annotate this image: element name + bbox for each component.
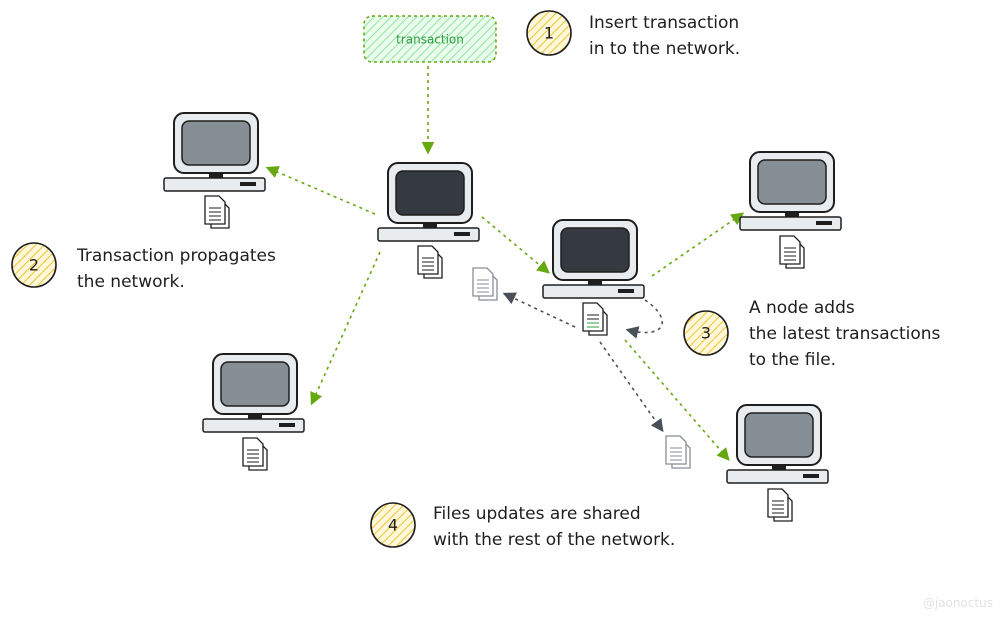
svg-text:to the file.: to the file. — [749, 350, 836, 370]
step-badge-4: 4 — [370, 502, 416, 548]
step-badge-3: 3 — [683, 310, 729, 356]
watermark: @jaonoctus — [923, 596, 993, 610]
file-icon — [665, 435, 691, 469]
file-icon — [242, 437, 268, 471]
arrow-node-add-to-file — [625, 299, 663, 339]
svg-text:the latest transactions: the latest transactions — [749, 324, 941, 344]
node-right-top — [739, 151, 842, 231]
green-arrows — [265, 66, 745, 461]
arrow-to-node-left-top — [265, 166, 376, 215]
computer-base — [726, 469, 829, 484]
step-badge-1: 1 — [526, 10, 572, 56]
monitor-screen — [560, 227, 630, 273]
arrow-to-node-right-top — [651, 212, 745, 277]
svg-text:the network.: the network. — [77, 272, 185, 292]
computer-base — [542, 284, 645, 299]
file-icon-updated — [582, 302, 608, 336]
node-left-bottom — [202, 353, 305, 433]
step-badge-2: 2 — [11, 242, 57, 288]
monitor-screen — [744, 412, 814, 458]
gray-arrows — [502, 292, 664, 433]
arrow-to-node-left-bottom — [310, 251, 381, 406]
transaction-box: transaction — [363, 15, 497, 63]
computer-base — [163, 177, 266, 192]
step-number: 2 — [29, 256, 39, 275]
step-text-2: Transaction propagates the network. — [76, 246, 276, 292]
arrow-to-node-center — [481, 216, 550, 274]
file-icon — [472, 267, 498, 301]
node-center-left — [377, 162, 480, 242]
svg-text:with the rest of the network.: with the rest of the network. — [433, 530, 675, 550]
monitor-screen — [757, 159, 827, 205]
step-text-3: A node adds the latest transactions to t… — [749, 298, 941, 370]
computer-base — [377, 227, 480, 242]
svg-text:in to the network.: in to the network. — [589, 39, 740, 59]
computer-base — [202, 418, 305, 433]
monitor-screen — [181, 120, 251, 166]
step-text-4: Files updates are shared with the rest o… — [433, 504, 675, 550]
file-icon — [767, 488, 793, 522]
monitor-screen — [395, 170, 465, 216]
arrow-file-share-down — [599, 341, 664, 433]
transaction-label: transaction — [396, 33, 464, 47]
monitor-screen — [220, 361, 290, 407]
svg-text:A node adds: A node adds — [749, 298, 855, 318]
file-icon — [417, 245, 443, 279]
file-icon — [204, 195, 230, 229]
computer-base — [739, 216, 842, 231]
file-icon — [779, 235, 805, 269]
step-number: 4 — [388, 516, 398, 535]
step-number: 1 — [544, 24, 554, 43]
node-right-bottom — [726, 404, 829, 484]
svg-text:Insert transaction: Insert transaction — [589, 13, 739, 33]
step-text-1: Insert transaction in to the network. — [589, 13, 740, 59]
arrow-to-node-right-bottom — [624, 339, 730, 461]
step-number: 3 — [701, 324, 711, 343]
svg-text:Files updates are shared: Files updates are shared — [433, 504, 641, 524]
arrow-file-share-left — [502, 292, 576, 328]
svg-text:Transaction propagates: Transaction propagates — [76, 246, 276, 266]
node-center — [542, 219, 645, 299]
node-left-top — [163, 112, 266, 192]
